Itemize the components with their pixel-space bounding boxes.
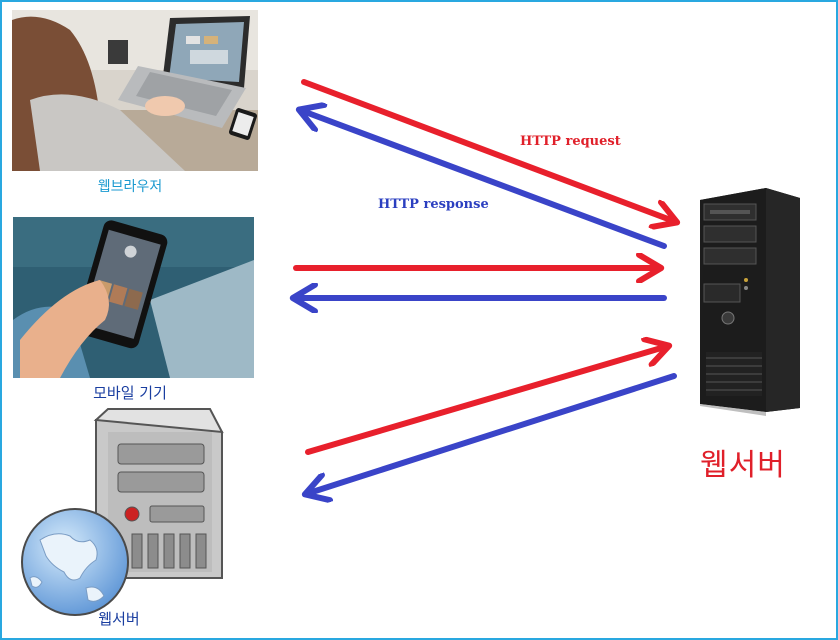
web-server-main-label: 웹서버 <box>700 448 786 483</box>
tower-server-icon <box>700 188 800 416</box>
arrow-request-browser <box>301 79 676 222</box>
globe-icon <box>21 508 129 616</box>
mobile-device-label: 모바일 기기 <box>93 384 167 402</box>
http-response-label: HTTP response <box>378 197 489 212</box>
http-request-label: HTTP request <box>520 134 621 149</box>
web-browser-label: 웹브라우저 <box>97 179 163 195</box>
web-server-client-label: 웹서버 <box>98 610 140 628</box>
arrow-request-server <box>305 346 668 455</box>
laptop-photo <box>12 10 258 171</box>
arrow-response-server <box>306 373 677 494</box>
smartphone-photo <box>13 217 254 378</box>
arrow-response-browser <box>300 110 667 249</box>
